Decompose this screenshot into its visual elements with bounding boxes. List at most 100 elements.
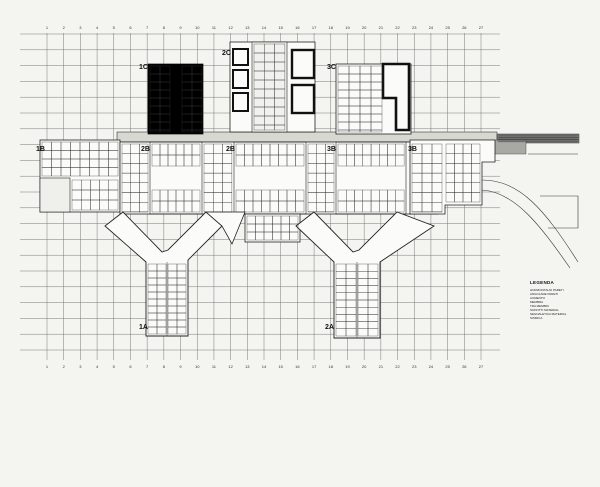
grid-axis-number: 18 xyxy=(329,364,334,369)
room-cell xyxy=(395,154,405,167)
grid-axis-number: 22 xyxy=(395,25,400,30)
grid-axis-number: 11 xyxy=(212,25,217,30)
room-cell xyxy=(108,167,119,177)
grid-axis-number: 3 xyxy=(79,364,82,369)
room-cell xyxy=(156,326,167,335)
wing-label-3b-left: 3B xyxy=(327,146,336,153)
grid-axis-number: 12 xyxy=(228,25,233,30)
room-cell xyxy=(367,328,379,337)
grid-axis-number: 4 xyxy=(96,25,99,30)
grid-axis-number: 2 xyxy=(63,25,66,30)
legend-item: SEGNALETICA MATERIAL xyxy=(530,312,567,316)
wing-label-1a: 1A xyxy=(139,324,148,331)
grid-axis-number: 24 xyxy=(429,25,434,30)
wing-3c-block xyxy=(335,62,412,135)
room-cell xyxy=(176,326,187,335)
grid-axis-number: 7 xyxy=(146,364,149,369)
grid-axis-number: 17 xyxy=(312,25,317,30)
room-cell xyxy=(395,200,405,213)
wing-label-3c: 3C xyxy=(327,64,336,71)
grid-axis-number: 23 xyxy=(412,364,417,369)
room-cell xyxy=(108,199,119,211)
grid-axis-number: 18 xyxy=(329,25,334,30)
room-cell xyxy=(274,124,286,131)
grid-axis-number: 24 xyxy=(429,364,434,369)
grid-axis-number: 20 xyxy=(362,25,367,30)
grid-axis-number: 5 xyxy=(113,25,116,30)
legend-item: TRA MEMBRI xyxy=(530,304,549,308)
wing-label-2b-left: 2B xyxy=(141,146,150,153)
grid-axis-number: 2 xyxy=(63,364,66,369)
grid-axis-number: 19 xyxy=(345,25,350,30)
grid-axis-number: 15 xyxy=(278,25,283,30)
grid-axis-number: 14 xyxy=(262,25,267,30)
grid-axis-number: 13 xyxy=(245,364,250,369)
grid-axis-number: 10 xyxy=(195,25,200,30)
grid-axis-number: 12 xyxy=(228,364,233,369)
grid-axis-numbers: 1122334455667788991010111112121313141415… xyxy=(46,25,484,369)
room-cell xyxy=(575,139,579,143)
wing-2b-3b-block xyxy=(119,141,439,215)
grid-axis-number: 1 xyxy=(46,364,49,369)
grid-axis-number: 23 xyxy=(412,25,417,30)
legend-item: AUMENTO xyxy=(530,296,545,300)
grid-axis-number: 6 xyxy=(129,25,132,30)
grid-axis-number: 27 xyxy=(479,364,484,369)
legend-item: MEMBRA xyxy=(530,300,544,304)
grid-axis-number: 16 xyxy=(295,364,300,369)
site-road-lines xyxy=(481,153,579,269)
grid-axis-number: 10 xyxy=(195,364,200,369)
wing-3b-east-block xyxy=(409,139,496,215)
wing-1c-block xyxy=(147,63,204,135)
grid-axis-number: 5 xyxy=(113,364,116,369)
legend-item: HORIZONTALNI PARETI xyxy=(530,288,564,292)
room-cell xyxy=(159,129,171,133)
room-cell xyxy=(191,154,201,167)
room-cell xyxy=(370,129,383,133)
grid-axis-number: 13 xyxy=(245,25,250,30)
legend-item: SISMICA xyxy=(530,316,543,320)
wing-2a-block xyxy=(295,211,435,339)
legend-title: LEGENDA xyxy=(530,280,555,285)
room-cell xyxy=(191,129,203,133)
grid-axis-number: 16 xyxy=(295,25,300,30)
grid-axis-number: 8 xyxy=(163,25,166,30)
grid-axis-number: 26 xyxy=(462,25,467,30)
grid-axis-number: 15 xyxy=(278,364,283,369)
grid-axis-number: 4 xyxy=(96,364,99,369)
grid-axis-number: 9 xyxy=(179,364,182,369)
grid-axis-number: 3 xyxy=(79,25,82,30)
room-cell xyxy=(289,231,299,241)
room-cell xyxy=(471,192,481,203)
grid-axis-number: 6 xyxy=(129,364,132,369)
legend-item: ANGOLARE PARETI xyxy=(530,292,559,296)
room-partitions xyxy=(41,43,579,337)
wing-label-1c: 1C xyxy=(139,64,148,71)
legend-item: SOFFITTI MATERIAL xyxy=(530,308,559,312)
grid-axis-number: 9 xyxy=(179,25,182,30)
grid-axis-number: 21 xyxy=(379,364,384,369)
grid-axis-number: 7 xyxy=(146,25,149,30)
grid-axis-number: 21 xyxy=(379,25,384,30)
grid-axis-number: 20 xyxy=(362,364,367,369)
wing-label-2c: 2C xyxy=(222,50,231,57)
room-cell xyxy=(295,200,305,213)
wing-label-2b-right: 2B xyxy=(226,146,235,153)
room-cell xyxy=(295,154,305,167)
grid-axis-number: 22 xyxy=(395,364,400,369)
grid-axis-number: 26 xyxy=(462,364,467,369)
room-cell xyxy=(345,328,357,337)
wing-label-3b-right: 3B xyxy=(408,146,417,153)
grid-axis-number: 27 xyxy=(479,25,484,30)
grid-axis-number: 8 xyxy=(163,364,166,369)
grid-axis-number: 11 xyxy=(212,364,217,369)
grid-axis-number: 25 xyxy=(445,25,450,30)
wing-2c-block xyxy=(229,41,316,133)
wing-label-2a: 2A xyxy=(325,324,334,331)
room-cell xyxy=(191,200,201,213)
grid-axis-number: 19 xyxy=(345,364,350,369)
grid-axis-number: 14 xyxy=(262,364,267,369)
grid-axis-number: 1 xyxy=(46,25,49,30)
grid-axis-number: 17 xyxy=(312,364,317,369)
